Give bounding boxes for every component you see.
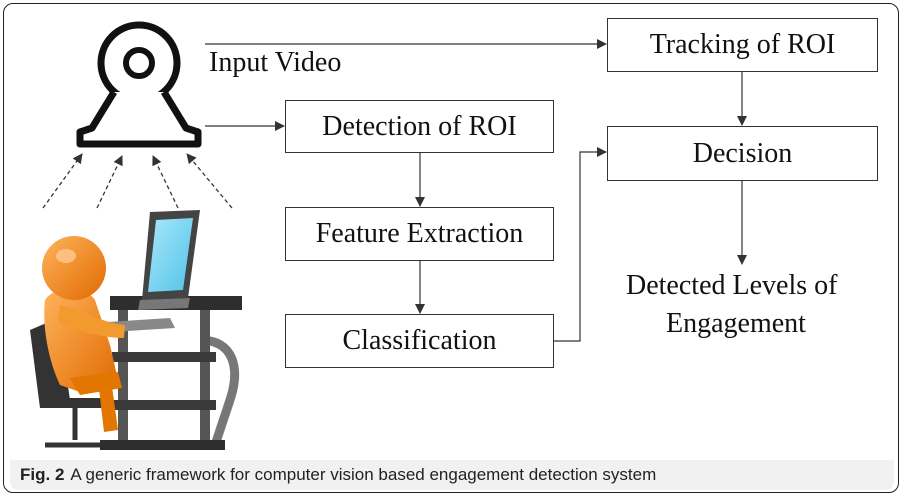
flow-arrows <box>205 39 747 342</box>
figure-number: Fig. 2 <box>20 465 65 484</box>
classification-box: Classification <box>285 314 554 368</box>
figure-caption: Fig. 2 A generic framework for computer … <box>10 460 894 490</box>
webcam-icon <box>76 21 202 148</box>
input-video-label: Input Video <box>209 47 342 78</box>
feature-extraction-box: Feature Extraction <box>285 207 554 261</box>
arrow-classification-to-decision <box>553 147 607 342</box>
decision-box: Decision <box>607 126 878 181</box>
person-at-computer-icon <box>30 210 242 450</box>
caption-text: A generic framework for computer vision … <box>70 465 657 484</box>
output-label-line1: Detected Levels of <box>626 270 838 301</box>
detection-roi-box: Detection of ROI <box>285 100 554 153</box>
camera-view-lines <box>42 153 233 209</box>
output-label-line2: Engagement <box>666 308 806 339</box>
tracking-roi-box: Tracking of ROI <box>607 18 878 72</box>
